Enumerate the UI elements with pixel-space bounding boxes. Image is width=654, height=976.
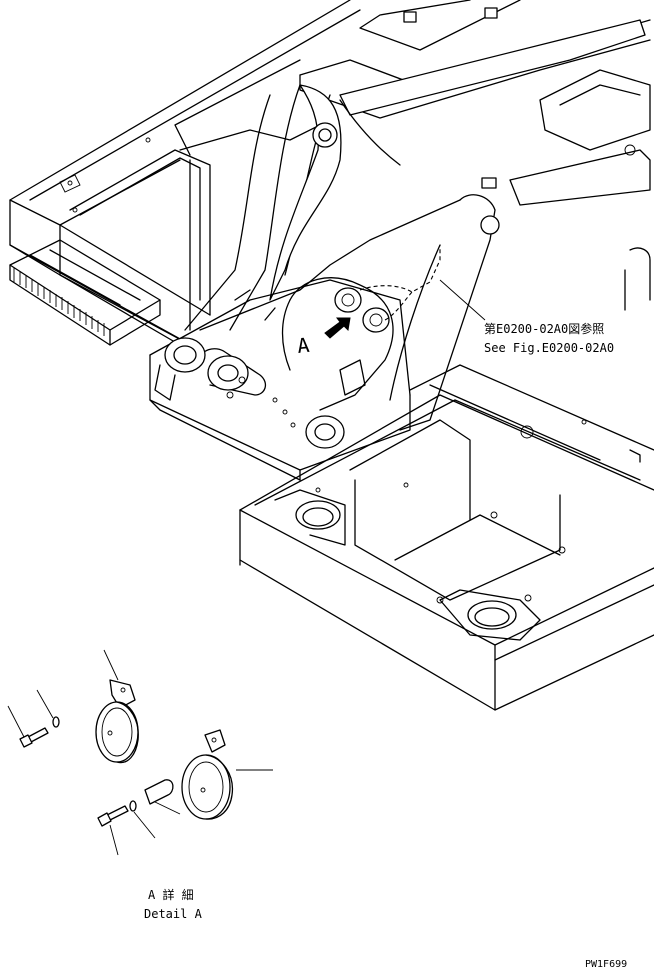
detail-a-horns [7, 649, 273, 856]
rear-frame [239, 364, 654, 711]
reference-jp: 第E0200-02A0図参照 [484, 321, 604, 336]
detail-label-jp: A 詳 細 [148, 887, 194, 902]
drawing-code: PW1F699 [585, 959, 627, 970]
left-track-frame [9, 0, 361, 351]
detail-label-en: Detail A [144, 907, 203, 921]
step-ladder [9, 239, 161, 346]
view-marker-a: A [296, 333, 310, 358]
center-frame [149, 84, 500, 481]
reference-en: See Fig.E0200-02A0 [484, 341, 614, 355]
upper-right-frame [299, 0, 651, 311]
